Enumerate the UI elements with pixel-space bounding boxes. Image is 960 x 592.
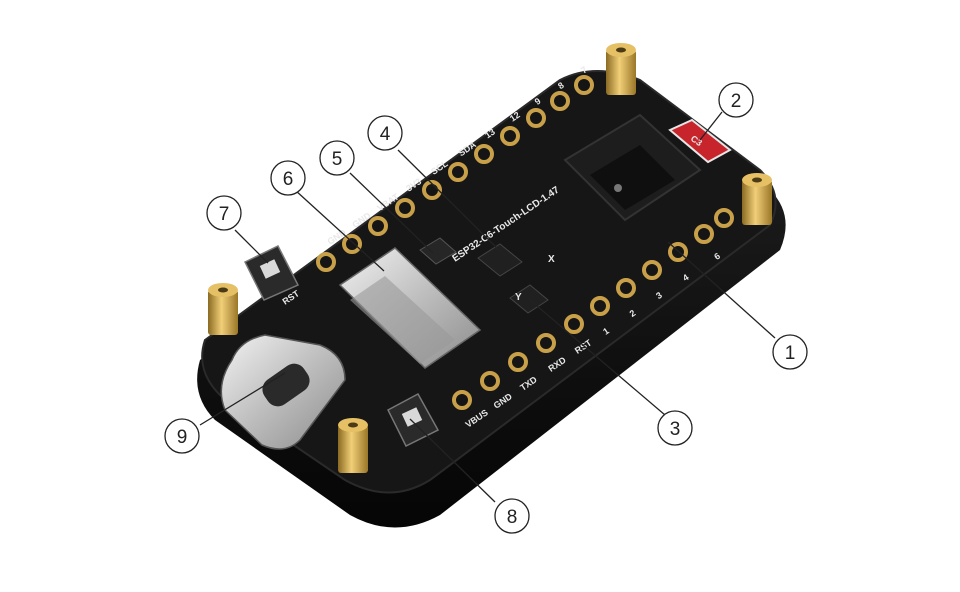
callout-3: 3 (657, 410, 693, 446)
callout-1: 1 (772, 334, 808, 370)
callout-1-label: 1 (785, 343, 796, 364)
callout-8-label: 8 (507, 507, 518, 528)
callout-7-label: 7 (219, 204, 230, 225)
esp32-c6-module (563, 113, 702, 222)
callout-2-label: 2 (731, 91, 742, 112)
silk-top-11: 7 (579, 64, 589, 75)
silk-top-10: 8 (556, 80, 566, 91)
bottom-header-row (452, 208, 734, 410)
callout-7: 7 (206, 195, 242, 231)
silk-bot-7: 2 (628, 308, 638, 319)
touch-controller-chip (509, 284, 549, 314)
callout-5-label: 5 (332, 149, 343, 170)
silk-bot-10: 6 (712, 251, 722, 262)
callout-8: 8 (494, 498, 530, 534)
callout-6-label: 6 (283, 169, 294, 190)
silk-bot-8: 3 (654, 290, 664, 301)
silk-bot-6: 1 (601, 326, 611, 337)
silk-bot-9: 4 (681, 272, 691, 283)
callout-3-label: 3 (670, 419, 681, 440)
standoff-right (742, 173, 772, 225)
top-header-row (316, 75, 594, 272)
silk-top-7: 13 (483, 127, 497, 141)
callout-4: 4 (367, 115, 403, 151)
imu-sensor-chip (477, 243, 523, 277)
callout-9-label: 9 (177, 427, 188, 448)
callout-9: 9 (164, 418, 200, 454)
silk-top-8: 12 (508, 110, 522, 124)
callout-leaders (199, 111, 776, 503)
standoff-bottom (338, 418, 368, 473)
silk-top-9: 9 (533, 96, 543, 107)
callout-4-label: 4 (380, 124, 391, 145)
standoff-left (208, 283, 238, 335)
boot-button (387, 392, 440, 448)
tf-card-slot (338, 247, 482, 369)
callout-2: 2 (718, 82, 754, 118)
usb-type-c-port (220, 334, 346, 450)
ceramic-antenna: C3 (668, 118, 732, 164)
imu-axis-x: X (548, 254, 555, 265)
ldo-regulator (419, 237, 457, 265)
callout-5: 5 (319, 140, 355, 176)
standoff-top (606, 43, 636, 95)
imu-axis-y: Y (515, 292, 522, 303)
callout-6: 6 (270, 160, 306, 196)
